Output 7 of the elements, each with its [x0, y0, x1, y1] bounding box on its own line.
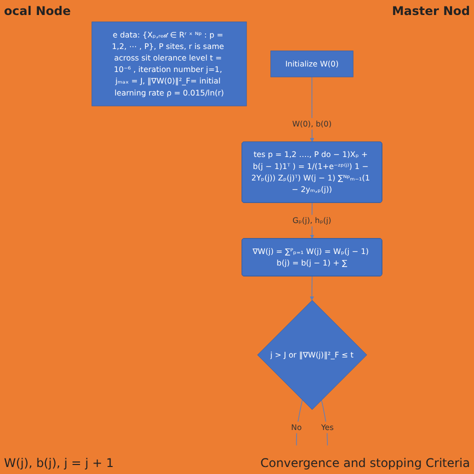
- connector: [321, 400, 328, 446]
- section-heading: Master Nod: [392, 4, 470, 18]
- node-caption: Convergence and stopping Criteria: [260, 456, 470, 470]
- section-heading: ocal Node: [4, 4, 71, 18]
- note-text: W(j), b(j), j = j + 1: [4, 456, 114, 470]
- arrow: [310, 276, 314, 300]
- connector: [296, 400, 303, 446]
